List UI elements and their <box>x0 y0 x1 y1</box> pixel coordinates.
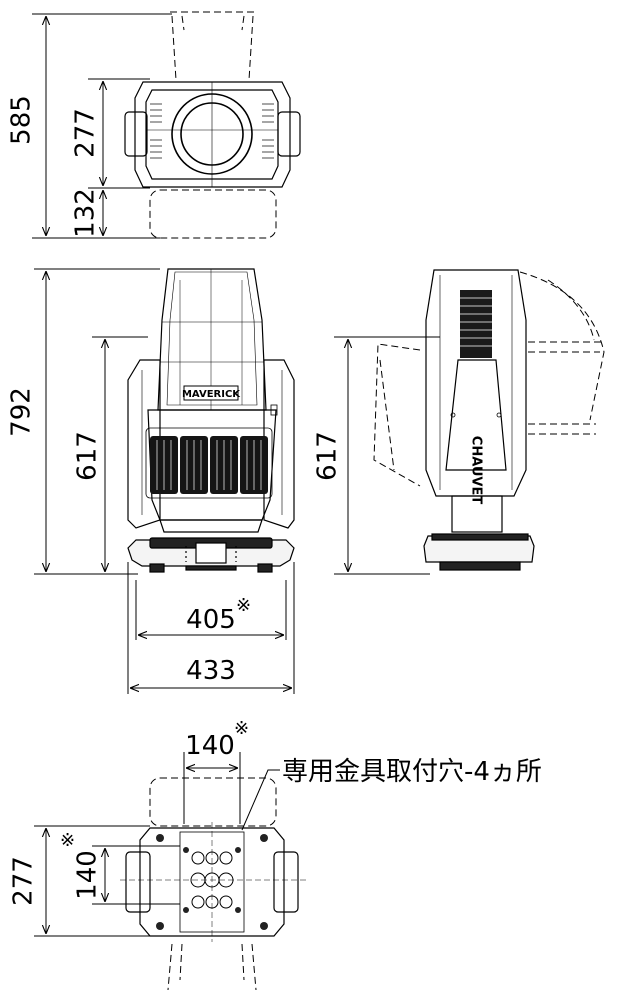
front-dim-405-mark: ※ <box>236 595 251 616</box>
top-body <box>124 81 301 188</box>
side-base <box>423 495 535 571</box>
bottom-dim-140y-mark: ※ <box>60 830 75 851</box>
top-view-extension-lines <box>32 13 172 239</box>
front-lower-body <box>145 409 277 533</box>
top-lens-inner <box>180 102 244 166</box>
front-dim-433-label: 433 <box>186 656 236 686</box>
front-yoke <box>127 359 295 529</box>
bottom-callout-leader <box>241 769 280 831</box>
front-logo-text: MAVERICK <box>182 389 241 400</box>
bottom-body <box>120 822 308 942</box>
side-dim-617-label: 617 <box>313 431 343 481</box>
side-head <box>425 269 527 497</box>
bottom-mount-holes <box>156 834 268 930</box>
bottom-view: 140 ※ 277 140 ※ 専用金具取付穴-4ヵ所 <box>9 718 542 991</box>
front-view-extension-lines <box>34 268 295 694</box>
front-dim-792-label: 792 <box>7 387 37 437</box>
front-view: MAVERICK <box>7 268 295 694</box>
top-dim-277-label: 277 <box>71 108 101 158</box>
bottom-dim-140x-label: 140 <box>185 731 235 761</box>
top-dim-585-label: 585 <box>7 95 37 145</box>
side-view-extension-lines <box>334 336 440 575</box>
side-tilt-envelope <box>373 271 605 487</box>
bottom-dim-140x-mark: ※ <box>234 718 249 739</box>
top-lens-outer <box>171 93 253 175</box>
front-dim-405-label: 405 <box>186 605 236 635</box>
top-view: 585 277 132 <box>7 11 301 239</box>
bottom-plate-holes <box>190 851 234 909</box>
bottom-dim-277-label: 277 <box>9 856 39 906</box>
bottom-tilt-envelope <box>149 777 277 991</box>
bottom-dim-140y-label: 140 <box>73 850 103 900</box>
top-dim-132-label: 132 <box>71 188 101 238</box>
side-logo-text: CHAUVET <box>469 436 484 505</box>
top-tilt-envelope <box>149 11 277 239</box>
bottom-view-extension-lines <box>34 752 241 937</box>
front-base <box>127 537 295 573</box>
side-view: CHAUVET 617 <box>313 269 605 575</box>
top-side-fins <box>150 103 274 159</box>
front-vent-grille <box>150 436 268 494</box>
side-fins <box>460 290 492 358</box>
bottom-callout-text: 専用金具取付穴-4ヵ所 <box>282 757 542 787</box>
front-logo-plate <box>183 385 239 401</box>
front-dim-617-label: 617 <box>73 431 103 481</box>
